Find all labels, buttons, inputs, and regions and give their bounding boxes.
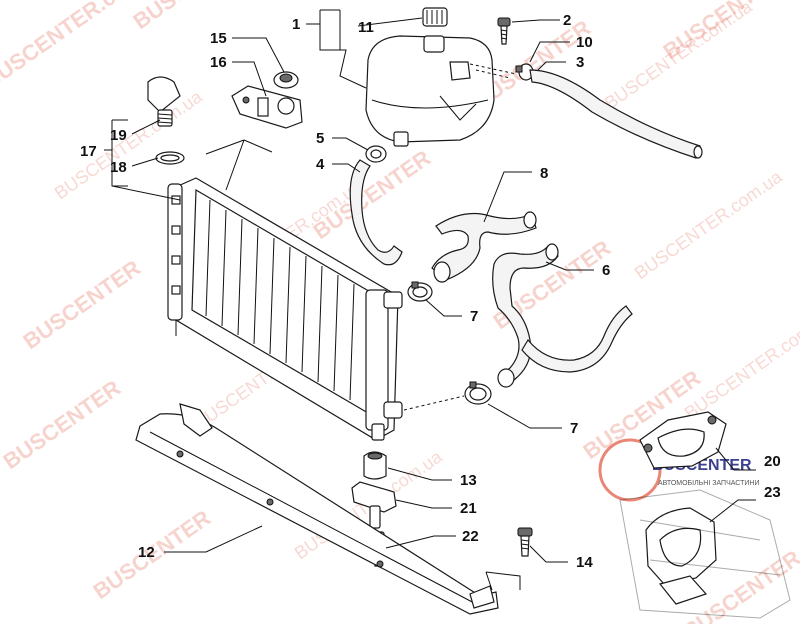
clamp-part-5 <box>365 145 387 163</box>
watermark-text: BUSCENTER.com.ua <box>681 306 800 423</box>
callout-20: 20 <box>764 453 781 470</box>
radiator <box>167 177 403 441</box>
clamp-part-7-lower <box>464 381 492 405</box>
callout-22: 22 <box>462 528 479 545</box>
callout-16: 16 <box>210 54 227 71</box>
cap-part-15 <box>273 71 299 89</box>
callout-23: 23 <box>764 484 781 501</box>
watermark-text: BUSCENTER <box>0 375 125 474</box>
callout-13: 13 <box>460 472 477 489</box>
o-ring-part-18 <box>155 151 185 165</box>
expansion-tank <box>365 35 495 147</box>
callout-10: 10 <box>576 34 593 51</box>
callout-21: 21 <box>460 500 477 517</box>
bracket-part-16 <box>231 85 303 129</box>
expansion-tank-cap <box>422 7 448 27</box>
watermark-text: BUSCENTER <box>129 0 256 34</box>
callout-12: 12 <box>138 544 155 561</box>
callout-15: 15 <box>210 30 227 47</box>
callout-5: 5 <box>316 130 324 147</box>
watermark-text: BUSCENTER.com.ua <box>631 166 787 283</box>
bolt-part-2 <box>497 17 511 45</box>
vehicle-sketch <box>619 489 791 619</box>
callout-3: 3 <box>576 54 584 71</box>
hose-part-4 <box>349 159 403 266</box>
callout-17: 17 <box>80 143 97 160</box>
callout-6: 6 <box>602 262 610 279</box>
callout-11: 11 <box>358 19 374 36</box>
clip-part-23 <box>645 507 717 605</box>
logo-tagline: АВТОМОБІЛЬНІ ЗАПЧАСТИНИ <box>658 480 759 487</box>
clip-part-20 <box>639 411 727 469</box>
hose-part-8 <box>431 211 537 283</box>
drain-plug-part-19 <box>147 76 181 127</box>
callout-2: 2 <box>563 12 571 29</box>
callout-14: 14 <box>576 554 593 571</box>
hose-part-3 <box>529 69 703 159</box>
watermark-text: BUSCENTER <box>19 255 146 354</box>
leader-lines <box>104 9 756 591</box>
mount-part-21 <box>351 481 397 529</box>
callout-19: 19 <box>110 127 127 144</box>
callout-7-lower: 7 <box>570 420 578 437</box>
callout-7-upper: 7 <box>470 308 478 325</box>
callout-1: 1 <box>292 16 300 33</box>
clamp-part-7-upper <box>407 281 433 302</box>
callout-4: 4 <box>316 156 325 173</box>
bolt-part-14 <box>517 527 533 557</box>
hose-part-6 <box>492 243 633 388</box>
callout-labels: 1 11 2 10 3 15 16 17 19 18 5 4 8 6 7 7 1… <box>80 12 781 571</box>
callout-8: 8 <box>540 165 548 182</box>
callout-18: 18 <box>110 159 127 176</box>
crossmember-part-12 <box>135 403 499 615</box>
mount-part-13 <box>363 451 387 480</box>
